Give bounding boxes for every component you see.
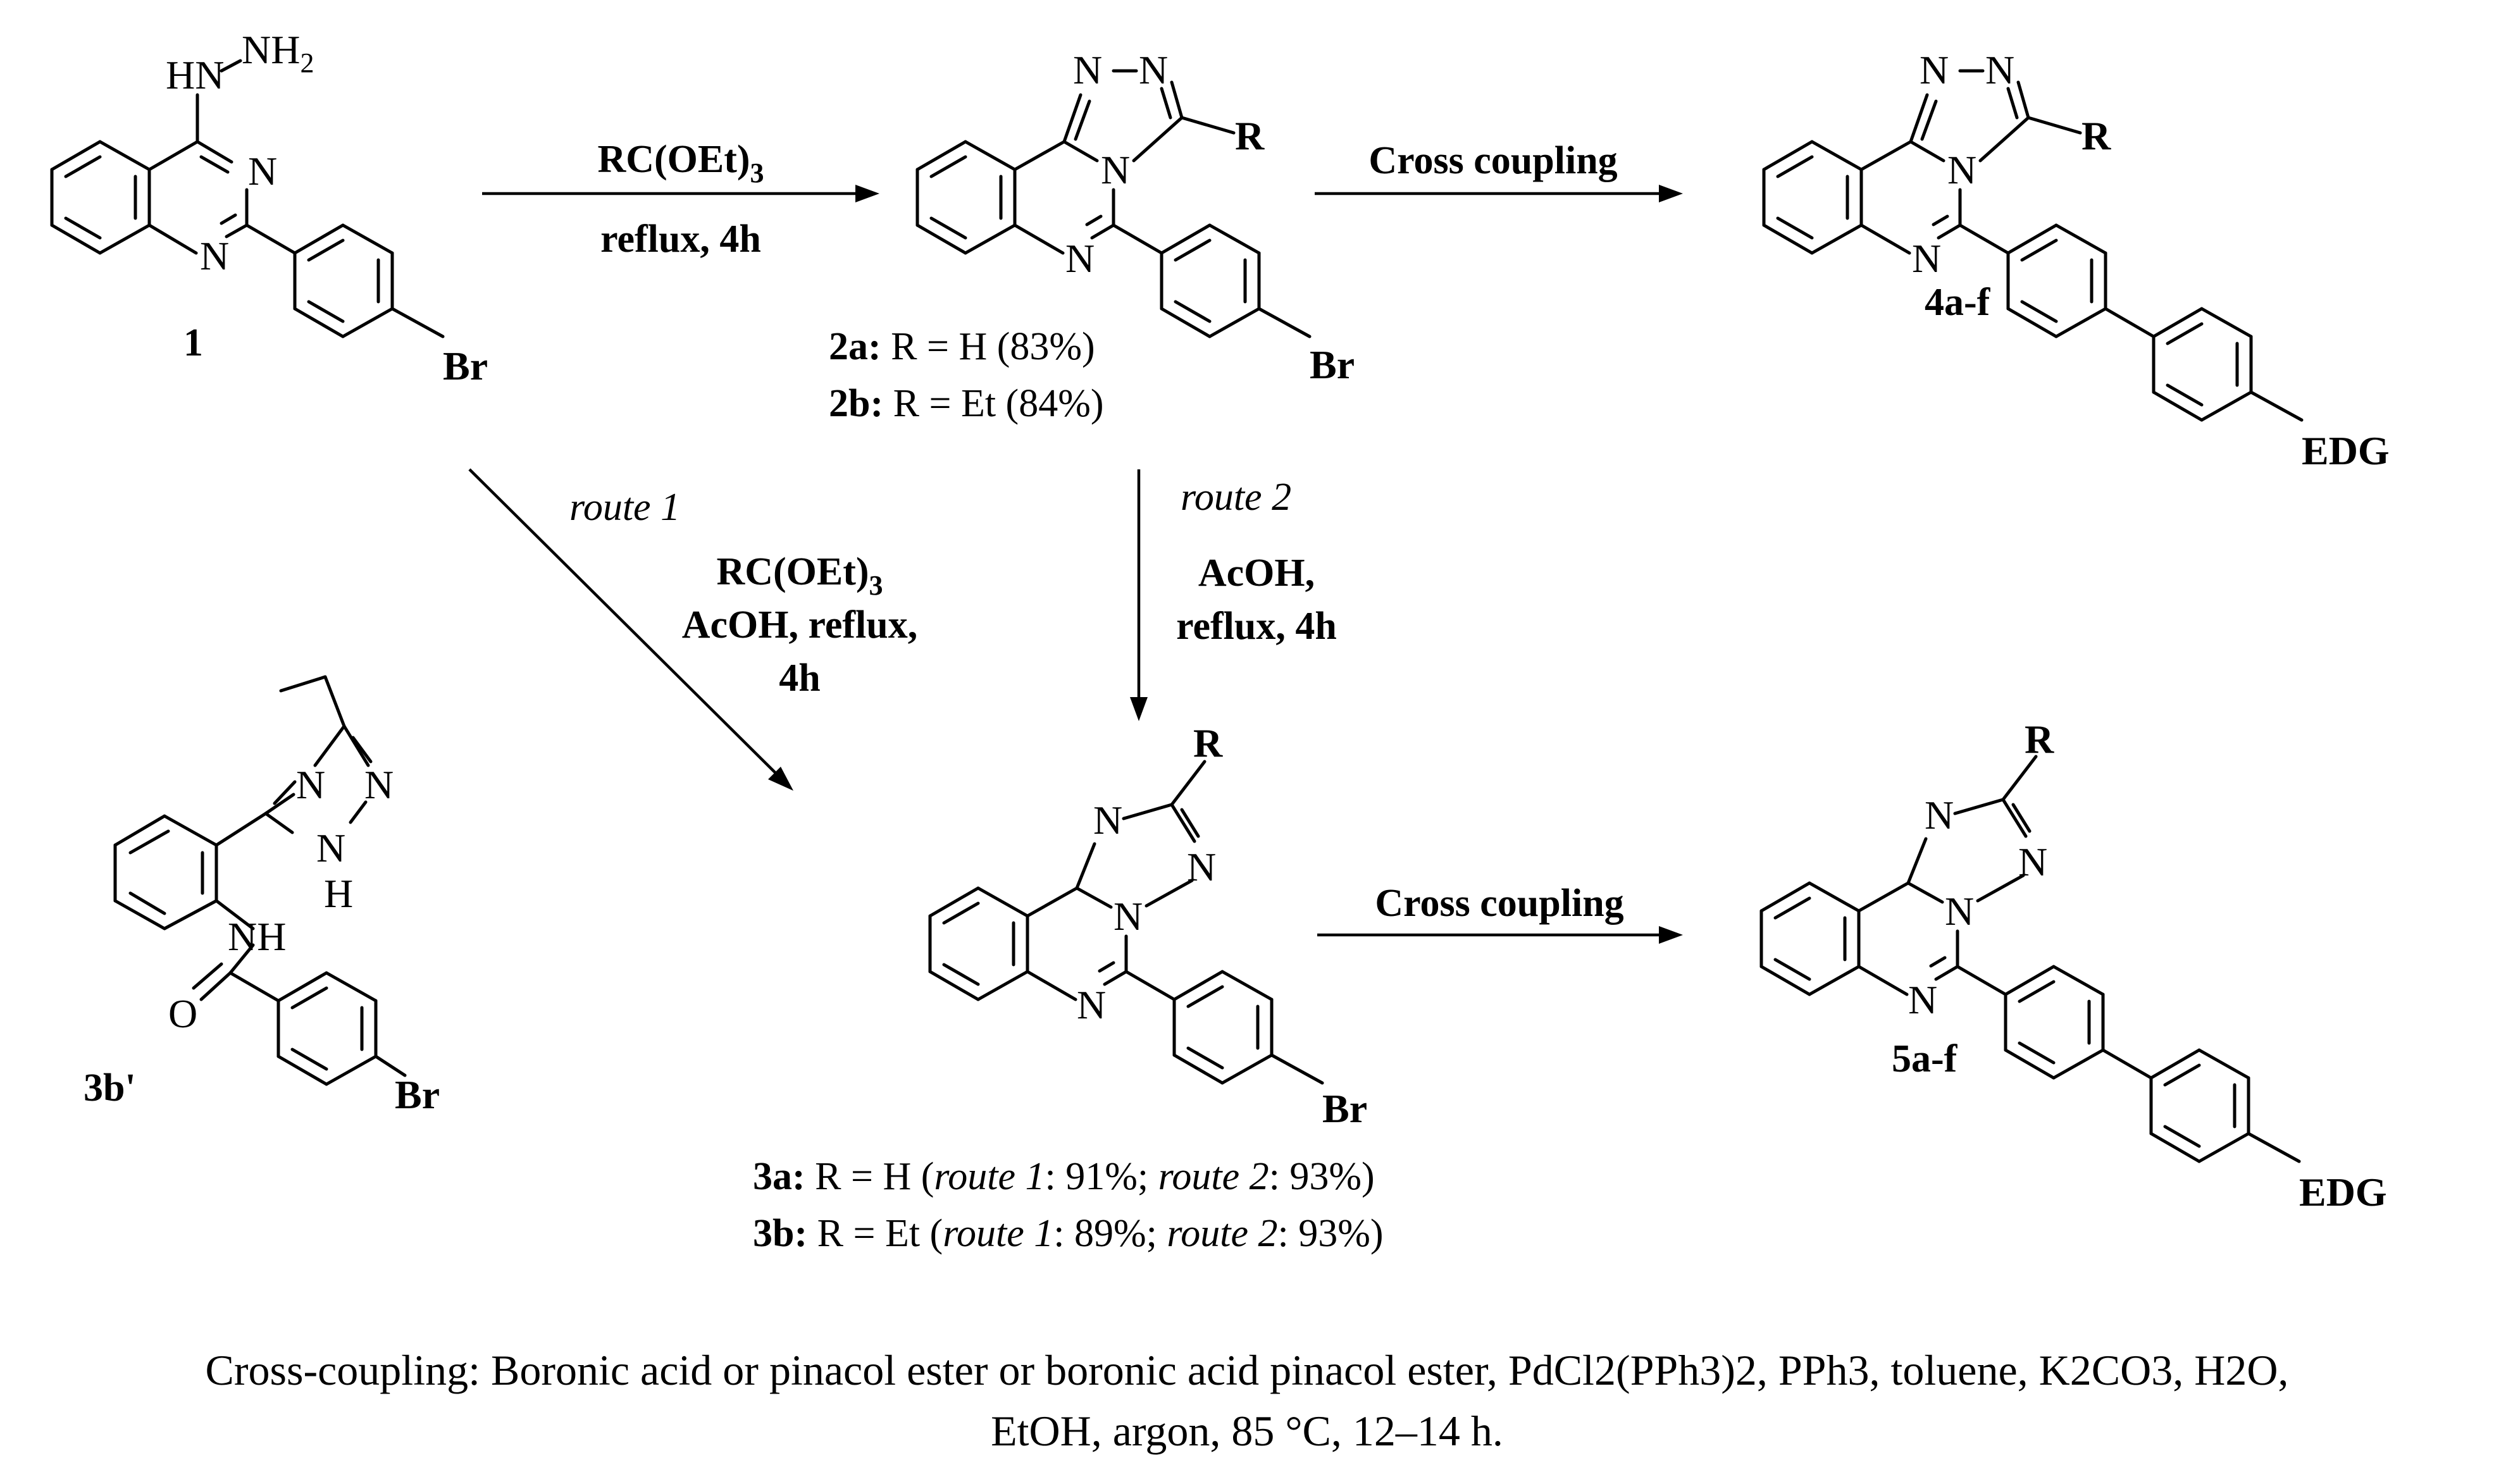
yield-2a: 2a: R = H (83%): [829, 325, 1095, 368]
structure-compound-4: [1762, 69, 2304, 422]
route1-reagent: RC(OEt)3: [716, 550, 883, 601]
arrow-cross-coupling-top: [1315, 185, 1683, 202]
nh-label-3bp: NH: [228, 914, 286, 959]
n-label-1a: N: [248, 149, 277, 194]
route1-label: route 1: [569, 486, 680, 529]
step1-reagent: RC(OEt)3: [597, 138, 764, 189]
compound-label-4: 4a-f: [1925, 281, 1991, 324]
n-label-4d: N: [1912, 236, 1941, 281]
br-label-2: Br: [1310, 342, 1355, 387]
arrow-step1: [482, 185, 879, 202]
arrow-route-2: [1130, 469, 1148, 721]
n-label-5c: N: [1945, 889, 1974, 934]
route2-reagent: AcOH,: [1198, 552, 1315, 595]
br-label-3bp: Br: [395, 1072, 440, 1117]
structure-compound-3: [928, 760, 1324, 1085]
structure-compound-2: [915, 69, 1312, 338]
n-label-3bp-a: N: [296, 762, 325, 807]
route1-time: 4h: [779, 657, 820, 700]
route1-conditions: AcOH, reflux,: [682, 603, 918, 646]
o-label-3bp: O: [168, 991, 197, 1036]
compound-label-1: 1: [183, 321, 203, 364]
br-label-3: Br: [1322, 1086, 1367, 1131]
edg-label-5: EDG: [2299, 1170, 2387, 1215]
compound-label-3b-prime: 3b': [84, 1067, 136, 1110]
n-label-2c: N: [1101, 147, 1130, 192]
arrow-cross-coupling-bottom: [1317, 926, 1683, 944]
structure-compound-1: [50, 59, 445, 338]
r-label-5: R: [2025, 717, 2054, 762]
n-label-3c: N: [1114, 894, 1143, 939]
n-label-5b: N: [2018, 839, 2047, 884]
yield-3b: 3b: R = Et (route 1: 89%; route 2: 93%): [753, 1212, 1384, 1255]
br-label-1: Br: [443, 343, 488, 388]
structure-compound-3b-prime: [113, 675, 407, 1086]
hn-label-1: HN: [166, 53, 224, 97]
edg-label-4: EDG: [2302, 428, 2390, 473]
n-label-2a: N: [1073, 47, 1102, 92]
n-label-5d: N: [1908, 977, 1937, 1022]
footnote-line-2: EtOH, argon, 85 °C, 12–14 h.: [991, 1407, 1503, 1455]
n-label-5a: N: [1925, 793, 1954, 838]
yield-2b: 2b: R = Et (84%): [829, 382, 1104, 425]
n-label-3bp-b: N: [364, 762, 394, 807]
n-label-4b: N: [1985, 47, 2014, 92]
step1-conditions: reflux, 4h: [600, 218, 761, 261]
n-label-2b: N: [1139, 47, 1168, 92]
yield-3a: 3a: R = H (route 1: 91%; route 2: 93%): [753, 1155, 1375, 1198]
arrow-route-1: [468, 468, 793, 791]
r-label-2: R: [1235, 113, 1265, 158]
nh2-label-1: NH2: [242, 27, 314, 78]
n-label-4c: N: [1947, 147, 1976, 192]
n-label-1b: N: [200, 233, 229, 278]
route2-conditions: reflux, 4h: [1176, 605, 1337, 648]
n-label-4a: N: [1920, 47, 1949, 92]
cross-coupling-label-top: Cross coupling: [1368, 139, 1617, 182]
footnote-line-1: Cross-coupling: Boronic acid or pinacol …: [205, 1346, 2289, 1394]
n-label-3b: N: [1187, 844, 1216, 889]
n-label-3a: N: [1093, 798, 1122, 843]
route2-label: route 2: [1181, 476, 1291, 519]
structure-compound-5: [1759, 755, 2301, 1163]
cross-coupling-conditions-note: Cross-coupling: Boronic acid or pinacol …: [25, 1340, 2469, 1461]
n-label-2d: N: [1065, 236, 1095, 281]
r-label-3: R: [1193, 720, 1223, 765]
h-label-3bp: H: [324, 871, 353, 916]
n-label-3d: N: [1077, 982, 1106, 1027]
compound-label-5: 5a-f: [1892, 1037, 1958, 1080]
cross-coupling-label-bottom: Cross coupling: [1375, 882, 1623, 925]
n-label-3bp-c: N: [316, 825, 345, 870]
r-label-4: R: [2081, 113, 2111, 158]
